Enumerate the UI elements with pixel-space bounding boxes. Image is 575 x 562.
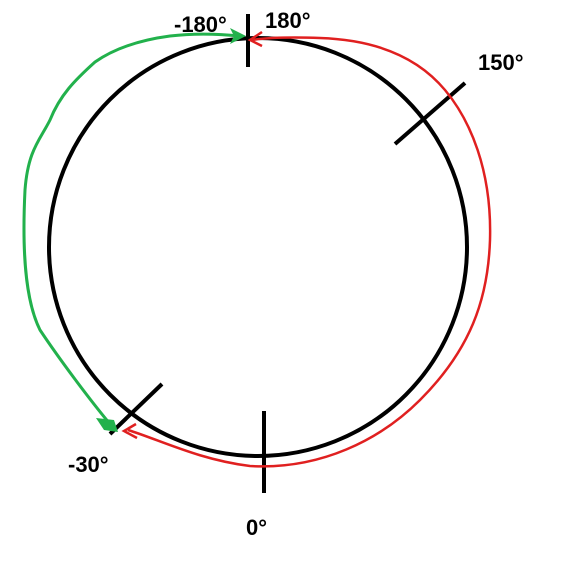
tick-minus-30 (108, 382, 164, 436)
tick-150 (393, 81, 467, 146)
label-minus-180: -180° (174, 12, 227, 37)
positive-arrowhead-bottom (121, 422, 138, 440)
label-minus-30: -30° (68, 452, 109, 477)
unit-circle (47, 36, 469, 458)
label-150: 150° (478, 50, 524, 75)
negative-arrowhead-bottom (96, 418, 118, 432)
label-0: 0° (246, 515, 267, 540)
label-180: 180° (265, 8, 311, 33)
negative-rotation-arc (22, 32, 241, 425)
positive-arrowhead-top (247, 30, 263, 48)
positive-rotation-arc (127, 36, 492, 468)
negative-arrowhead-top (230, 28, 246, 44)
